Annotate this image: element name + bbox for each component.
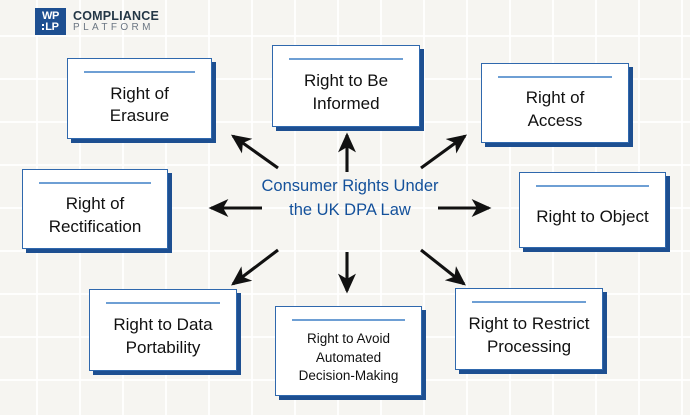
logo-mark-line1: WP: [41, 9, 60, 22]
node-rule: [106, 302, 220, 304]
node-rule: [289, 58, 403, 60]
node-label: Right of Rectification: [48, 194, 142, 236]
node-rule: [498, 76, 612, 78]
brand-logo: WP LP COMPLIANCE PLATFORM: [35, 8, 159, 35]
node-erasure[interactable]: Right of Erasure: [67, 58, 212, 139]
node-label: Right to Object: [536, 206, 649, 226]
logo-word-compliance: COMPLIANCE: [73, 8, 160, 23]
node-restrict[interactable]: Right to Restrict Processing: [455, 288, 603, 370]
node-rule: [535, 185, 650, 187]
node-portability[interactable]: Right to Data Portability: [89, 289, 237, 371]
arrow-up-left: [230, 134, 279, 170]
node-rule: [83, 71, 196, 73]
node-rectification[interactable]: Right of Rectification: [22, 169, 168, 249]
arrow-down-right: [420, 248, 466, 286]
node-label: Right to Avoid Automated Decision-Making: [298, 331, 399, 383]
node-label: Right to Data Portability: [113, 315, 213, 357]
logo-mark-icon: WP LP: [35, 8, 66, 35]
node-label: Right of Erasure: [109, 83, 170, 126]
arrow-down-left: [231, 248, 279, 286]
node-object[interactable]: Right to Object: [519, 172, 666, 248]
node-rule: [38, 182, 152, 184]
logo-word-platform: PLATFORM: [73, 21, 154, 33]
node-informed[interactable]: Right to Be Informed: [272, 45, 420, 127]
node-label: Right to Restrict Processing: [468, 314, 590, 356]
logo-mark-line2-wrap: LP: [42, 20, 59, 33]
arrow-up-right: [420, 134, 468, 170]
node-automated[interactable]: Right to Avoid Automated Decision-Making: [275, 306, 422, 396]
node-rule: [472, 301, 586, 303]
logo-wordmark: COMPLIANCE PLATFORM: [73, 8, 160, 34]
logo-mark-line2: LP: [45, 20, 59, 33]
node-label: Right of Access: [525, 88, 585, 130]
logo-dots-icon: [42, 24, 45, 30]
center-hub-label: Consumer Rights Under the UK DPA Law: [261, 177, 439, 219]
node-label: Right to Be Informed: [303, 71, 389, 113]
node-rule: [291, 319, 406, 321]
node-access[interactable]: Right of Access: [481, 63, 629, 143]
